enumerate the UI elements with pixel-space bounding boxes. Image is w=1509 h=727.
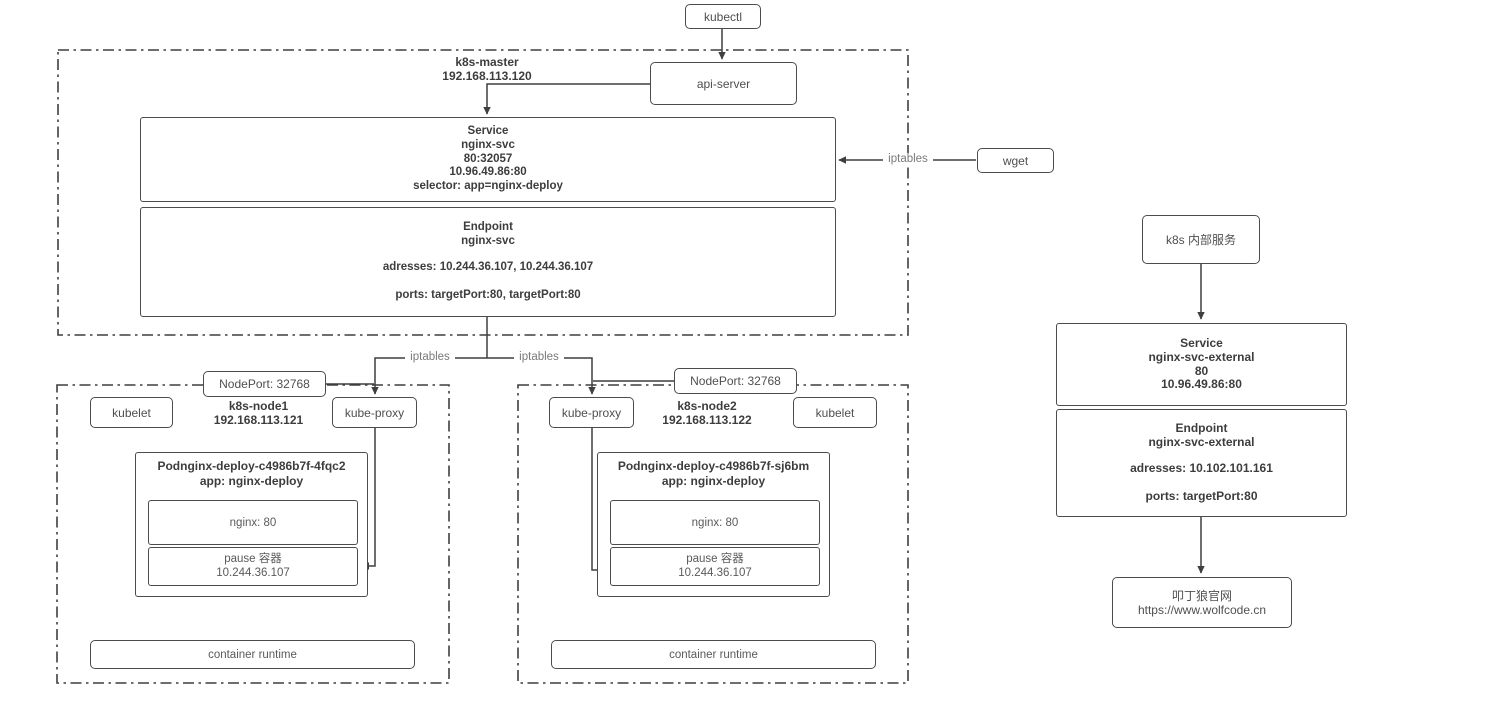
external-service-box: Service nginx-svc-external 80 10.96.49.8… <box>1056 323 1347 406</box>
node2-pause-container-box: pause 容器 10.244.36.107 <box>610 547 820 586</box>
node2-kube-proxy-box: kube-proxy <box>549 397 634 428</box>
node1-pod-title: Podnginx-deploy-c4986b7f-4fqc2 <box>157 459 346 473</box>
master-endpoint-box: Endpoint nginx-svc adresses: 10.244.36.1… <box>140 207 836 317</box>
node1-nodeport-label: NodePort: 32768 <box>219 377 310 391</box>
node2-dashed-border <box>517 384 909 684</box>
node1-kubelet-label: kubelet <box>112 405 151 420</box>
endpoint-ports: ports: targetPort:80, targetPort:80 <box>395 288 581 301</box>
master-name: k8s-master <box>455 55 519 69</box>
external-endpoint-addresses: adresses: 10.102.101.161 <box>1130 461 1273 475</box>
external-service-name: nginx-svc-external <box>1148 349 1255 364</box>
node1-container-runtime-box: container runtime <box>90 640 415 669</box>
edge-apiserver-service <box>483 83 650 115</box>
node2-pause-ip: 10.244.36.107 <box>678 566 752 579</box>
wget-label: wget <box>1002 153 1029 168</box>
iptables-label-wget: iptables <box>883 153 933 166</box>
external-endpoint-box: Endpoint nginx-svc-external adresses: 10… <box>1056 409 1347 517</box>
node2-nodeport-label: NodePort: 32768 <box>690 374 781 388</box>
endpoint-type: Endpoint <box>463 221 513 234</box>
master-service-box: Service nginx-svc 80:32057 10.96.49.86:8… <box>140 117 836 202</box>
master-title: k8s-master 192.168.113.120 <box>387 55 587 83</box>
node2-title: k8s-node2 192.168.113.122 <box>634 399 780 427</box>
node2-pod-app-label: app: nginx-deploy <box>661 473 766 488</box>
node2-pod-box: Podnginx-deploy-c4986b7f-sj6bm app: ngin… <box>597 452 830 597</box>
api-server-label: api-server <box>696 76 751 91</box>
node2-kubelet-label: kubelet <box>815 405 855 420</box>
node1-kube-proxy-label: kube-proxy <box>344 405 405 420</box>
node2-pod-title: Podnginx-deploy-c4986b7f-sj6bm <box>617 459 810 473</box>
node2-kube-proxy-label: kube-proxy <box>561 405 622 420</box>
node1-nginx-container-label: nginx: 80 <box>229 516 277 529</box>
node1-kubelet-box: kubelet <box>90 397 173 428</box>
node2-nodeport-box: NodePort: 32768 <box>674 368 797 394</box>
node1-pause-ip: 10.244.36.107 <box>216 566 290 579</box>
service-type: Service <box>467 125 509 137</box>
endpoint-name: nginx-svc <box>461 235 515 248</box>
kubectl-box: kubectl <box>685 4 761 29</box>
external-service-cluster-ip: 10.96.49.86:80 <box>1161 377 1242 392</box>
node1-pause-container-label: pause 容器 <box>224 553 282 565</box>
node2-kubelet-box: kubelet <box>793 397 877 428</box>
external-endpoint-ports: ports: targetPort:80 <box>1145 488 1258 503</box>
node2-nginx-container-label: nginx: 80 <box>691 516 739 529</box>
node1-name: k8s-node1 <box>228 399 289 413</box>
iptables-label-node2: iptables <box>514 351 564 364</box>
external-service-port: 80 <box>1194 363 1209 378</box>
external-service-type: Service <box>1180 335 1223 350</box>
external-site-name: 叩丁狼官网 <box>1171 588 1232 603</box>
endpoint-addresses: adresses: 10.244.36.107, 10.244.36.107 <box>382 261 594 273</box>
service-selector: selector: app=nginx-deploy <box>413 180 563 193</box>
node2-nginx-container-box: nginx: 80 <box>610 500 820 545</box>
node2-pause-container-label: pause 容器 <box>686 553 744 565</box>
external-endpoint-type: Endpoint <box>1175 421 1228 436</box>
external-endpoint-name: nginx-svc-external <box>1148 435 1255 450</box>
wget-box: wget <box>977 148 1054 173</box>
api-server-box: api-server <box>650 62 797 105</box>
master-dashed-border <box>57 49 909 336</box>
service-port-mapping: 80:32057 <box>463 152 513 165</box>
node1-nodeport-box: NodePort: 32768 <box>203 371 326 397</box>
node1-container-runtime-label: container runtime <box>208 648 297 661</box>
external-site-box: 叩丁狼官网 https://www.wolfcode.cn <box>1112 577 1292 628</box>
external-entry-box: k8s 内部服务 <box>1142 215 1260 264</box>
node1-title: k8s-node1 192.168.113.121 <box>186 399 331 427</box>
node2-name: k8s-node2 <box>677 399 737 413</box>
node1-pod-app-label: app: nginx-deploy <box>199 473 304 488</box>
node2-container-runtime-box: container runtime <box>551 640 876 669</box>
service-cluster-ip: 10.96.49.86:80 <box>449 166 527 179</box>
service-name: nginx-svc <box>461 138 515 151</box>
kubectl-label: kubectl <box>703 9 743 24</box>
node1-pause-container-box: pause 容器 10.244.36.107 <box>148 547 358 586</box>
master-ip: 192.168.113.120 <box>442 69 532 83</box>
external-entry-label: k8s 内部服务 <box>1165 232 1236 247</box>
node1-kube-proxy-box: kube-proxy <box>332 397 417 428</box>
external-site-url: https://www.wolfcode.cn <box>1137 602 1267 617</box>
node2-container-runtime-label: container runtime <box>669 648 758 661</box>
iptables-label-node1: iptables <box>405 351 455 364</box>
node1-nginx-container-box: nginx: 80 <box>148 500 358 545</box>
node2-ip: 192.168.113.122 <box>662 413 752 427</box>
node1-ip: 192.168.113.121 <box>213 413 304 427</box>
node1-pod-box: Podnginx-deploy-c4986b7f-4fqc2 app: ngin… <box>135 452 368 597</box>
